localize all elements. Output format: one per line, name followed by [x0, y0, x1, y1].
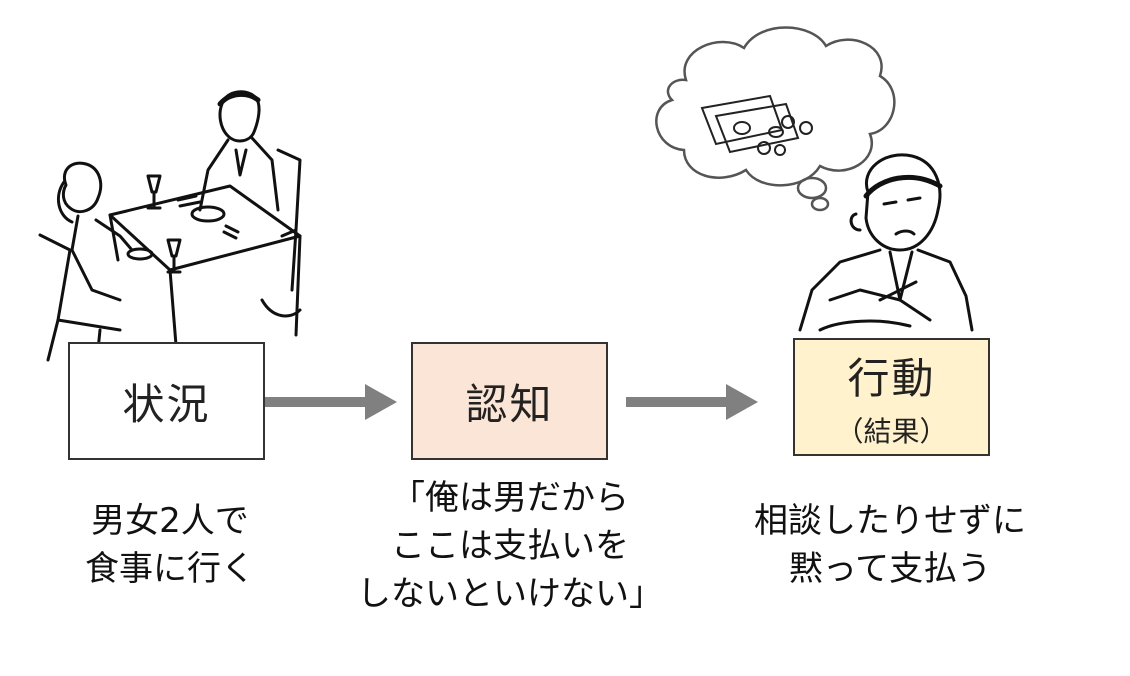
action-title: 行動: [847, 353, 936, 403]
action-description: 相談したりせずに 黙って支払う: [754, 501, 1026, 589]
cognition-description: 「俺は男だから ここは支払いを しないといけない」: [357, 478, 663, 614]
worried-man-illustration: [798, 153, 974, 332]
cognition-title: 認知: [465, 379, 554, 429]
action-box: 行動 （結果）: [793, 338, 990, 456]
cognition-box: 認知: [411, 342, 608, 460]
situation-box: 状況: [68, 342, 265, 460]
situation-title: 状況: [122, 379, 211, 429]
arrow-situation-to-cognition: [265, 384, 397, 420]
couple-dining-illustration: [38, 90, 302, 372]
situation-description: 男女2人で 食事に行く: [85, 501, 255, 589]
action-subtitle: （結果）: [835, 414, 948, 448]
thought-bubble-money: [655, 26, 896, 212]
arrow-cognition-to-action: [626, 384, 758, 420]
